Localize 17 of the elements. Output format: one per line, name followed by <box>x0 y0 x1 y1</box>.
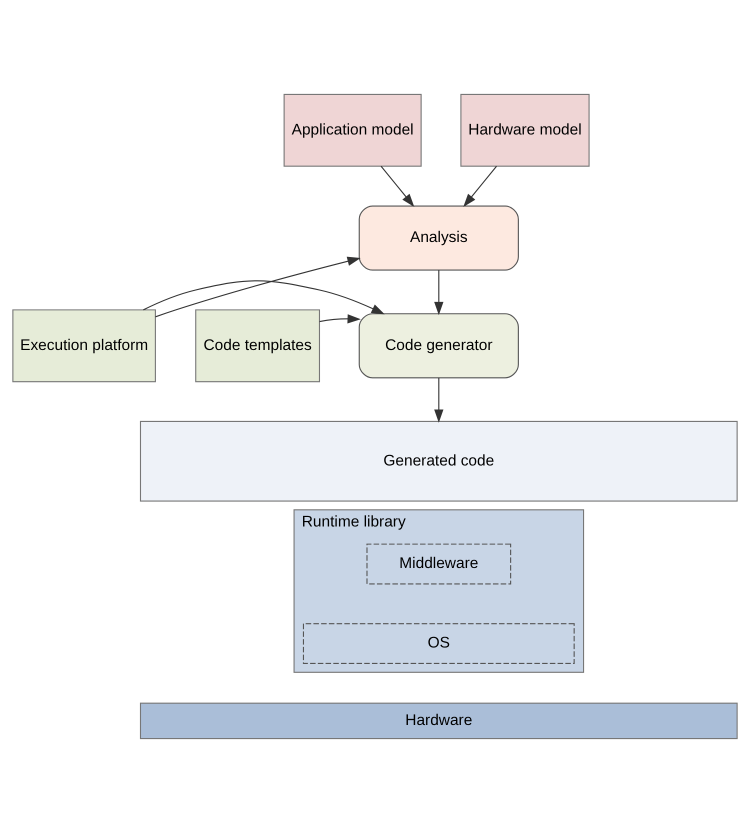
arrow <box>434 378 444 423</box>
node-box: Code generator <box>358 313 519 378</box>
arrow <box>155 256 361 318</box>
node-box: Code templates <box>195 309 320 382</box>
node-box: Execution platform <box>12 309 156 382</box>
arrow <box>380 166 414 207</box>
node-box: Hardware <box>140 702 738 740</box>
node-box: Application model <box>284 94 422 167</box>
node-box: Analysis <box>358 205 519 271</box>
node-box: Generated code <box>140 420 738 502</box>
node-box: Hardware model <box>460 94 590 167</box>
arrow <box>463 166 497 207</box>
node-box: Middleware <box>366 544 512 584</box>
arrow <box>319 314 361 324</box>
arrow <box>143 280 385 314</box>
node-box: OS <box>302 623 575 664</box>
arrow <box>434 270 444 316</box>
